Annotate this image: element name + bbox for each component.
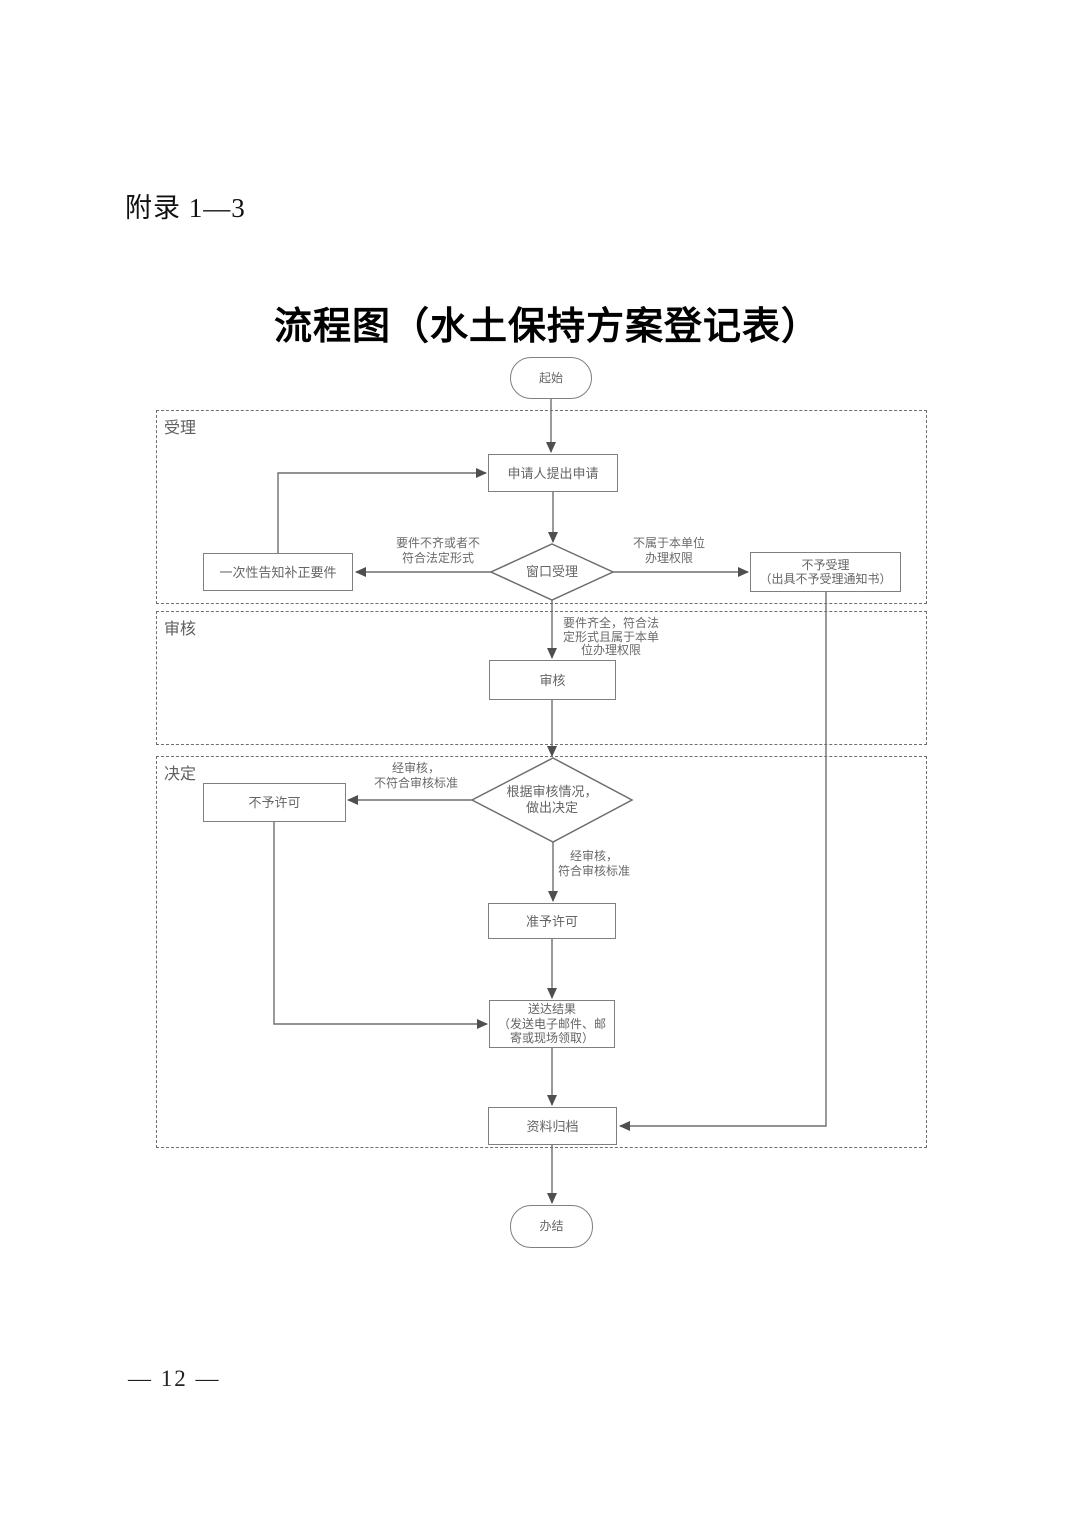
page-title: 流程图（水土保持方案登记表）: [273, 306, 820, 348]
notify-correction-node: 一次性告知补正要件: [203, 553, 353, 591]
section-decide: 决定: [156, 756, 927, 1148]
edge-label-review-fail: 经审核， 不符合审核标准: [373, 761, 458, 790]
section-review-label: 审核: [164, 621, 197, 638]
section-accept: 受理: [156, 410, 927, 604]
window-accept-diamond: [489, 543, 615, 601]
deny-permit-node: 不予许可: [203, 783, 346, 822]
deliver-result-node: 送达结果 （发送电子邮件、邮 寄或现场领取）: [489, 1000, 615, 1048]
review-node: 审核: [489, 660, 616, 700]
edge-notify-apply: [277, 468, 487, 553]
grant-permit-node: 准予许可: [488, 903, 616, 939]
end-terminal: 办结: [510, 1205, 593, 1248]
edge-label-complete: 要件齐全，符合法 定形式且属于本单 位办理权限: [562, 616, 659, 657]
archive-node: 资料归档: [488, 1107, 617, 1145]
section-decide-label: 决定: [164, 766, 197, 783]
edge-label-incomplete: 要件不齐或者不 符合法定形式: [395, 536, 480, 565]
edge-reject-archive: [619, 592, 827, 1131]
edge-label-not-authority: 不属于本单位 办理权限: [632, 536, 705, 565]
reject-accept-node: 不予受理 （出具不予受理通知书）: [750, 552, 901, 592]
page-number: — 12 —: [128, 1366, 221, 1391]
section-review: 审核: [156, 611, 927, 745]
apply-node: 申请人提出申请: [488, 454, 618, 492]
decision-diamond: [470, 757, 634, 843]
edge-deny-deliver: [273, 822, 488, 1029]
appendix-label: 附录 1—3: [125, 193, 246, 223]
decision-label: 根据审核情况， 做出决定: [506, 784, 598, 815]
section-accept-label: 受理: [164, 420, 197, 437]
edge-label-review-pass: 经审核， 符合审核标准: [557, 849, 630, 878]
start-terminal: 起始: [510, 357, 592, 399]
window-accept-label: 窗口受理: [525, 564, 578, 579]
